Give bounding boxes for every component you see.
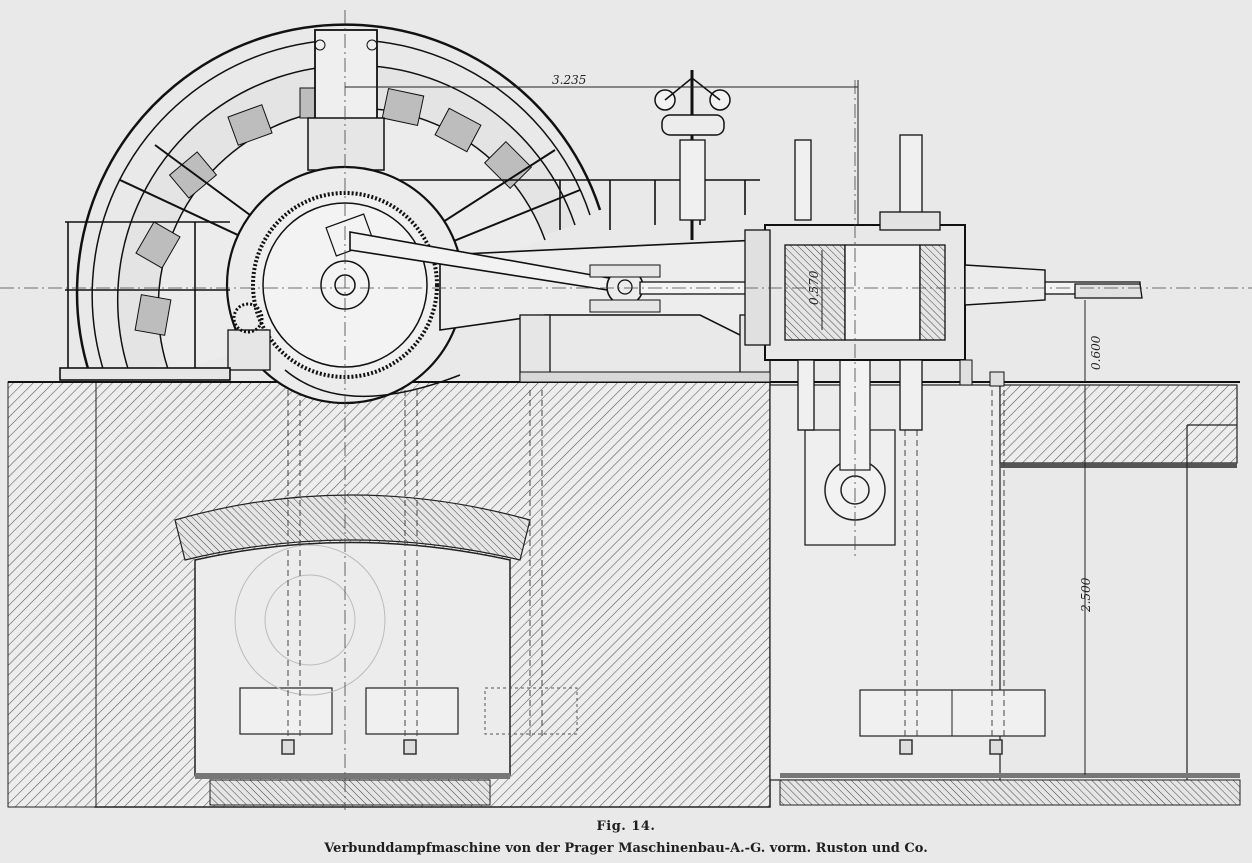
- figure-caption: Verbunddampfmaschine von der Prager Masc…: [324, 841, 928, 856]
- foundation: [7, 381, 1241, 808]
- dimension-bore: 0.570: [807, 270, 821, 305]
- foundation-arch: [174, 494, 578, 779]
- cylinder-block: [744, 134, 1046, 431]
- anchor-bolts: [287, 390, 1005, 740]
- dimension-shaft-height: 0.600: [1089, 335, 1103, 370]
- dimension-width: 3.235: [552, 73, 586, 87]
- figure-number: Fig. 14.: [596, 819, 656, 834]
- governor: [654, 70, 731, 240]
- center-lines: [0, 10, 1252, 810]
- dimension-pit-depth: 2.500: [1079, 577, 1093, 613]
- condenser-pit: [780, 359, 1240, 778]
- dimension-lines: [345, 80, 1086, 775]
